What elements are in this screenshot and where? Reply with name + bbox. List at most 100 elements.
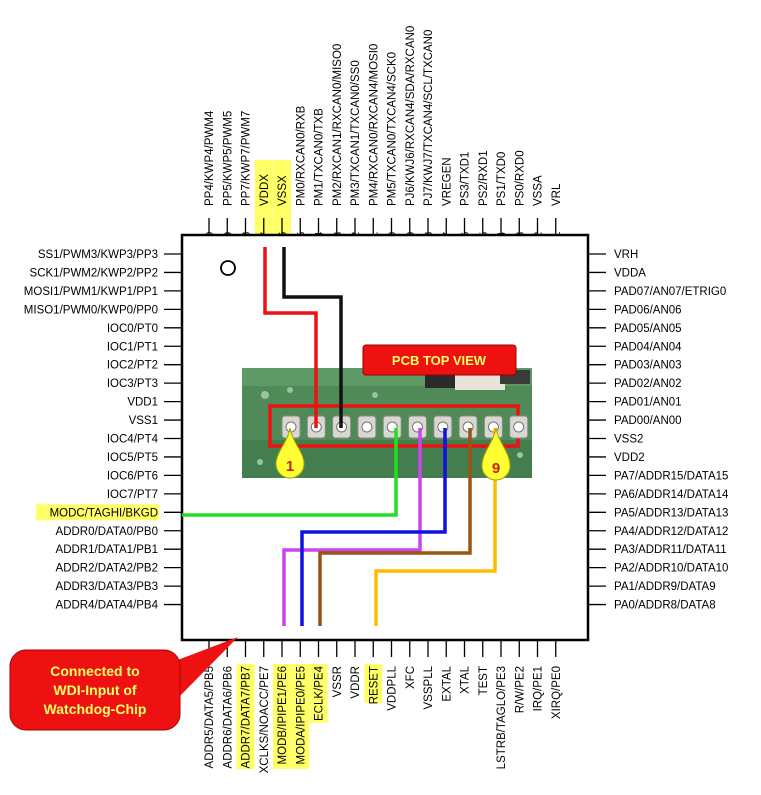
- pin-52-name: PAD01/AN01: [614, 397, 682, 409]
- pin-27-name: ECLK/PE4: [314, 665, 326, 721]
- pin-4-name: MISO1/PWM0/KWP0/PP0: [24, 304, 158, 316]
- pin-51-name: PAD00/AN00: [614, 415, 682, 427]
- pin-22-name: ADDR6/DATA6/PB6: [222, 666, 234, 768]
- pin-2-name: SCK1/PWM2/KWP2/PP2: [30, 267, 158, 279]
- pin-16-name: ADDR0/DATA0/PB0: [56, 526, 158, 538]
- pin-47-name: PA6/ADDR14/DATA14: [614, 489, 729, 501]
- pin-26-name: MODA/IPIPE0/PE5: [295, 666, 307, 764]
- pin-17-name: ADDR1/DATA1/PB1: [56, 544, 158, 556]
- watchdog-callout: Connected to WDI-Input of Watchdog-Chip: [9, 637, 238, 731]
- pin-56-name: PAD05/AN05: [614, 323, 682, 335]
- pin-41-name: PA0/ADDR8/DATA8: [614, 600, 716, 612]
- pin-78-name: PP7/KWP7/PWM7: [241, 111, 253, 206]
- pin-66-name: PS3/TXD1: [460, 152, 472, 206]
- pin-46-name: PA5/ADDR13/DATA13: [614, 507, 728, 519]
- pin-80-name: PP4/KWP4/PWM4: [204, 110, 216, 206]
- pin-36-name: TEST: [478, 666, 490, 695]
- pin-58-name: PAD07/AN07/ETRIG0: [614, 286, 726, 298]
- left-pin-row: 1SS1/PWM3/KWP3/PP32SCK1/PWM2/KWP2/PP23MO…: [24, 249, 202, 612]
- pin-35-name: XTAL: [460, 665, 472, 694]
- pin-28-name: VSSR: [332, 666, 344, 697]
- pin-67-name: VREGEN: [441, 157, 453, 206]
- wire-moda-blue: [300, 428, 447, 626]
- pin-25-name: MODB/IPIPE1/PE6: [277, 666, 289, 764]
- pin-9-name: VDD1: [127, 397, 158, 409]
- pin-11-name: IOC4/PT4: [107, 434, 159, 446]
- wire-modb-purple: [282, 428, 422, 626]
- pin-14-name: IOC7/PT7: [107, 489, 158, 501]
- pin-32-name: XFC: [405, 666, 417, 689]
- pin-60-name: VRH: [614, 249, 638, 261]
- pin-6-name: IOC1/PT1: [107, 341, 158, 353]
- pin-61-name: VRL: [551, 183, 563, 206]
- pin-23-highlight: [236, 664, 255, 769]
- pin-38-name: R/W/PE2: [514, 666, 526, 713]
- pin-75-name: PM0/RXCAN0/RXB: [295, 105, 307, 206]
- pin-57-name: PAD06/AN06: [614, 304, 682, 316]
- pin-72-name: PM3/TXCAN1/TXCAN0/SS0: [350, 60, 362, 206]
- pin1-orientation-dot: [220, 260, 236, 276]
- pin-29-name: VDDR: [350, 666, 362, 699]
- pin-50-name: VSS2: [614, 434, 643, 446]
- pin9-marker-label: 9: [492, 460, 500, 477]
- wire-eclk-brown: [318, 428, 472, 626]
- wire-bkgd-green: [182, 428, 398, 517]
- pin-12-name: IOC5/PT5: [107, 452, 158, 464]
- pin-54-name: PAD03/AN03: [614, 360, 682, 372]
- pin-77-name: VDDX: [259, 174, 271, 206]
- pin-21-name: ADDR5/DATA5/PB5: [204, 666, 216, 768]
- pin-27-highlight: [309, 664, 328, 723]
- pin-42-name: PA1/ADDR9/DATA9: [614, 581, 716, 593]
- pin1-marker-label: 1: [286, 458, 294, 475]
- pin-76-highlight: [273, 160, 291, 248]
- pcb-pad-hole: [513, 421, 525, 433]
- pin-26-highlight: [291, 664, 310, 769]
- callout-line-3: Watchdog-Chip: [44, 701, 147, 717]
- pcb-pad-hole: [361, 421, 373, 433]
- pin-3-name: MOSI1/PWM1/KWP1/PP1: [24, 286, 158, 298]
- wires: [182, 247, 497, 626]
- pin-37-name: LSTRB/TAGLO/PE3: [496, 666, 508, 769]
- pin-15-highlight: [36, 504, 159, 521]
- callout-line-2: WDI-Input of: [53, 682, 137, 698]
- pin-10-name: VSS1: [129, 415, 158, 427]
- pin-53-name: PAD02/AN02: [614, 378, 682, 390]
- pin-43-name: PA2/ADDR10/DATA10: [614, 563, 728, 575]
- pin-44-name: PA3/ADDR11/DATA11: [614, 544, 727, 556]
- pin-13-name: IOC6/PT6: [107, 470, 158, 482]
- pin-48-name: PA7/ADDR15/DATA15: [614, 470, 728, 482]
- pin-39-name: IRQ/PE1: [533, 666, 545, 711]
- pin-7-name: IOC2/PT2: [107, 360, 158, 372]
- pin-68-name: PJ7/KWJ7/TXCAN4/SCL/TXCAN0: [423, 30, 435, 206]
- pin-79-name: PP5/KWP5/PWM5: [222, 111, 234, 206]
- pin-73-name: PM2/RXCAN1/RXCAN0/MISO0: [332, 44, 344, 206]
- wire-reset-orange: [374, 428, 497, 626]
- pin-69-name: PJ6/KWJ6/RXCAN4/SDA/RXCAN0: [405, 26, 417, 206]
- pcb-top-view-badge: PCB TOP VIEW: [362, 344, 517, 376]
- pin-20-name: ADDR4/DATA4/PB4: [56, 600, 159, 612]
- pin-62-name: VSSA: [533, 175, 545, 206]
- pin-77-highlight: [254, 160, 273, 248]
- pin9-marker: 9: [481, 427, 511, 481]
- pin-15-name: MODC/TAGHI/BKGD: [50, 507, 158, 519]
- pin-30-name: RESET: [368, 666, 380, 704]
- pin1-marker: 1: [275, 427, 305, 479]
- pin-74-name: PM1/TXCAN0/TXB: [314, 108, 326, 206]
- pin-45-name: PA4/ADDR12/DATA12: [614, 526, 728, 538]
- pin-8-name: IOC3/PT3: [107, 378, 158, 390]
- pin-65-name: PS2/RXD1: [478, 150, 490, 206]
- right-pin-row: 60VRH59VDDA58PAD07/AN07/ETRIG057PAD06/AN…: [572, 249, 729, 612]
- pin-33-name: VSSPLL: [423, 665, 435, 709]
- pin-64-name: PS1/TXD0: [496, 152, 508, 206]
- pin-71-name: PM4/RXCAN0/RXCAN4/MOSI0: [368, 44, 380, 206]
- pin-76-name: VSSX: [277, 175, 289, 206]
- pin-63-name: PS0/RXD0: [514, 150, 526, 206]
- pin-49-name: VDD2: [614, 452, 645, 464]
- pin-19-name: ADDR3/DATA3/PB3: [56, 581, 158, 593]
- pin-1-name: SS1/PWM3/KWP3/PP3: [38, 249, 158, 261]
- pin-55-name: PAD04/AN04: [614, 341, 682, 353]
- callout-line-1: Connected to: [50, 663, 139, 679]
- pin-18-name: ADDR2/DATA2/PB2: [56, 563, 158, 575]
- bottom-pin-row: 21ADDR5/DATA5/PB522ADDR6/DATA6/PB623ADDR…: [204, 624, 563, 774]
